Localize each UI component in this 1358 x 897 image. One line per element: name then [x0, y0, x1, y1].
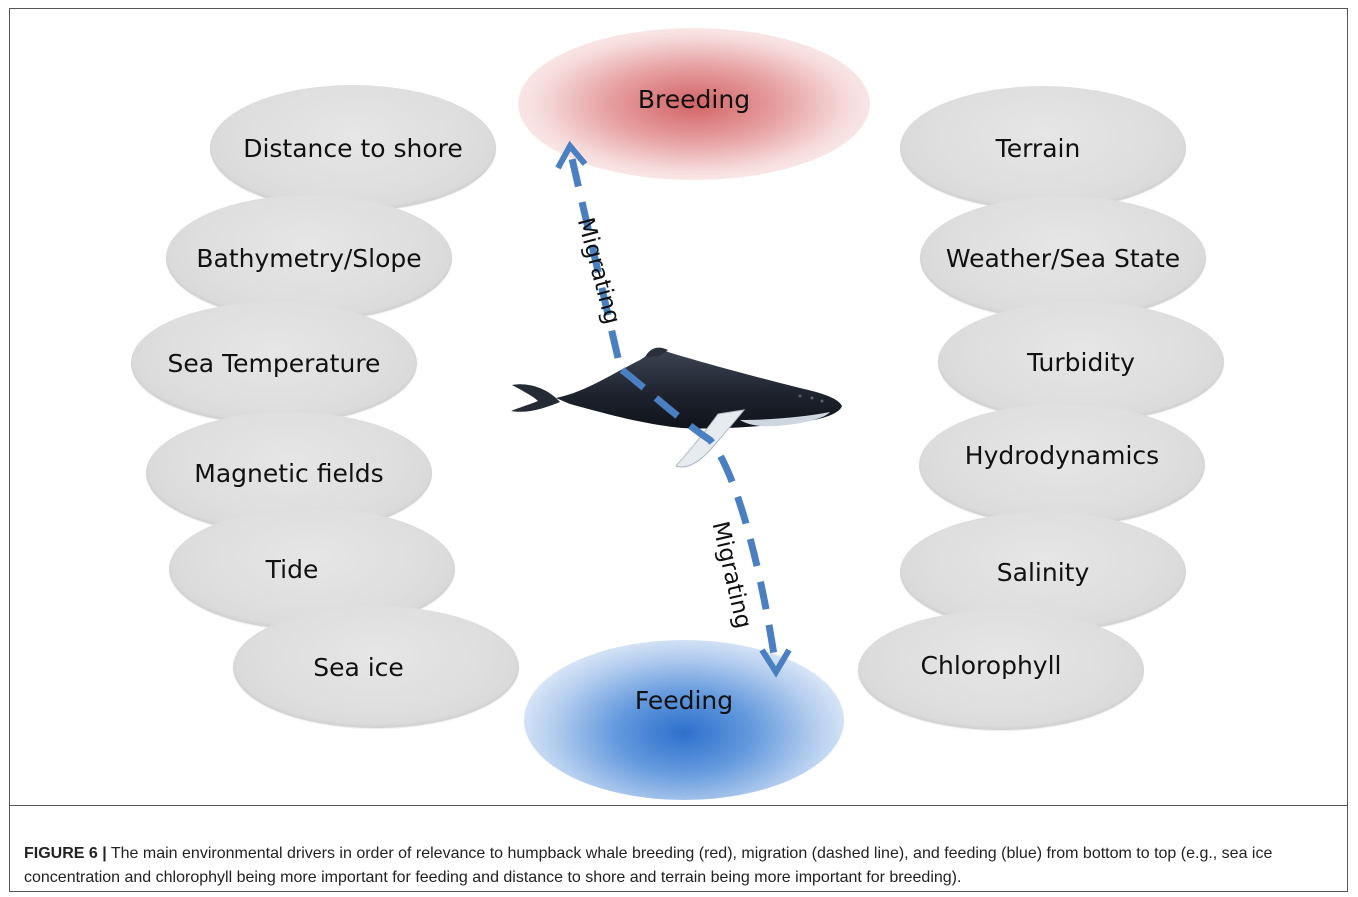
humpback-whale-illustration — [511, 348, 842, 467]
figure-caption: FIGURE 6 | The main environmental driver… — [24, 842, 1334, 890]
caption-label: FIGURE 6 | — [24, 845, 107, 862]
caption-text: The main environmental drivers in order … — [24, 845, 1272, 886]
